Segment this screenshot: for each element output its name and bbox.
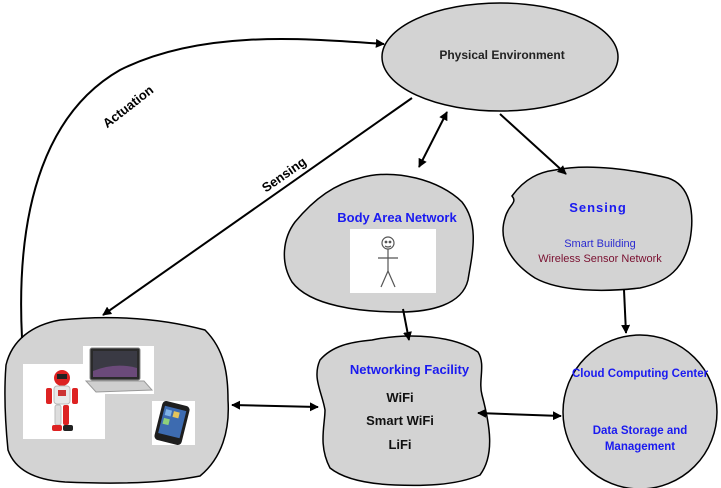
lifi-label: LiFi: [388, 437, 412, 452]
sensing-arrow: [102, 97, 413, 316]
networking-facility-node: [316, 335, 491, 487]
physical-environment-label: Physical Environment: [439, 48, 565, 62]
ban-network-arrow: [402, 308, 412, 341]
cloud-computing-label: Cloud Computing Center: [572, 368, 709, 380]
smart-wifi-label: Smart WiFi: [366, 413, 434, 428]
network-cloud-arrow: [477, 408, 562, 421]
sensing-cloud-arrow: [621, 289, 631, 334]
smartphone-icon: [154, 401, 190, 445]
stick-figure-icon: [378, 236, 398, 288]
data-storage-label-line2: Management: [604, 441, 676, 453]
sensing-title-label: Sensing: [569, 200, 627, 215]
cloud-computing-node: [562, 334, 718, 488]
wifi-label: WiFi: [386, 390, 414, 405]
smart-building-label: Smart Building: [564, 238, 636, 250]
humanoid-robot-icon: [46, 370, 78, 431]
wireless-sensor-network-label: Wireless Sensor Network: [538, 253, 662, 265]
actuation-arrow: [20, 38, 385, 339]
sensing-node: [502, 166, 693, 292]
env-ban-arrow: [418, 111, 448, 168]
data-storage-label-line1: Data Storage and: [592, 425, 688, 437]
laptop-icon: [84, 347, 154, 393]
body-area-network-label: Body Area Network: [337, 210, 457, 225]
physical-environment-node: [381, 2, 619, 112]
networking-facility-label: Networking Facility: [349, 362, 470, 377]
devices-network-arrow: [231, 400, 319, 412]
env-sensing-arrow: [499, 113, 567, 175]
